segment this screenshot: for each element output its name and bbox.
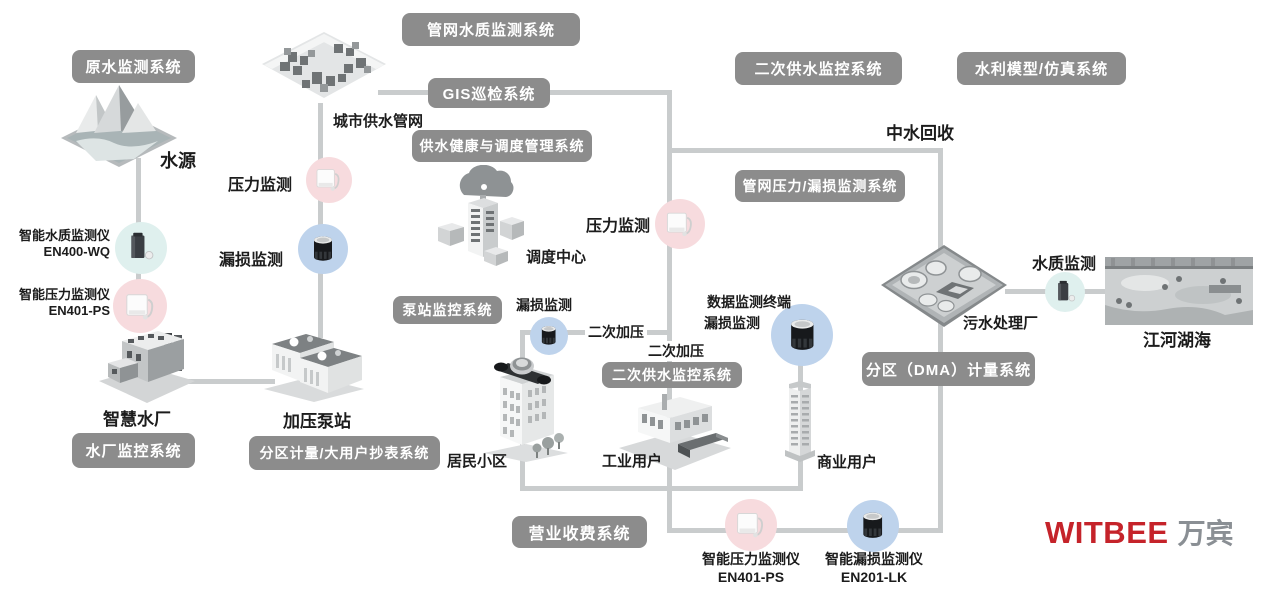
pressure-device-icon	[737, 513, 764, 538]
system-box-billing: 营业收费系统	[512, 516, 647, 548]
label-residential: 居民小区	[447, 453, 508, 470]
system-box-gis-inspection: GIS巡检系统	[428, 78, 550, 108]
line-residential-commercial	[520, 486, 803, 491]
system-box-plant-monitoring: 水厂监控系统	[72, 433, 195, 468]
label-rivers-lakes: 江河湖海	[1143, 331, 1211, 350]
witbee-logo-chinese: 万宾	[1177, 518, 1234, 549]
system-box-pipe-pressure-leak: 管网压力/漏损监测系统	[735, 170, 905, 202]
device-label-wq-left: 智能水质监测仪 EN400-WQ	[6, 228, 110, 261]
device-name: 智能漏损监测仪	[825, 551, 923, 567]
leak-device-icon	[542, 326, 556, 345]
system-box-dma-metering: 分区（DMA）计量系统	[862, 352, 1035, 386]
device-model: EN401-PS	[717, 568, 785, 585]
commercial-tower-illustration	[775, 380, 825, 464]
label-dispatch-center: 调度中心	[526, 249, 587, 266]
label-secondary-boost-2: 二次加压	[645, 341, 707, 361]
pressure-device-icon	[316, 169, 340, 192]
industrial-building-illustration	[618, 382, 733, 470]
leak-device-icon	[314, 236, 332, 261]
pressure-sensor-circle-city	[306, 157, 352, 203]
label-data-terminal: 数据监测终端	[707, 294, 791, 310]
city-pipe-network-illustration	[260, 26, 388, 110]
leak-device-icon	[863, 512, 883, 539]
water-quality-device-icon	[1057, 280, 1075, 301]
water-meter-illustration	[492, 352, 552, 394]
label-pressure-monitor-mid: 压力监测	[586, 218, 651, 235]
witbee-logo: WITBEE 万宾	[1045, 512, 1234, 552]
leak-sensor-circle-residential	[530, 317, 568, 355]
label-leak-monitor-city: 漏损监测	[219, 252, 284, 269]
device-model: EN400-WQ	[43, 244, 110, 260]
leak-device-icon	[790, 319, 814, 350]
booster-pump-station-illustration	[260, 320, 368, 402]
label-commercial: 商业用户	[817, 454, 878, 471]
label-smart-water-plant: 智慧水厂	[103, 410, 171, 429]
label-water-source: 水源	[160, 151, 196, 171]
pressure-sensor-circle-bottom	[725, 499, 777, 551]
device-label-ps-left: 智能压力监测仪 EN401-PS	[6, 287, 110, 320]
device-model: EN401-PS	[48, 303, 110, 319]
label-leak-monitor-terminal: 漏损监测	[704, 315, 760, 331]
label-pressure-monitor-city: 压力监测	[228, 177, 293, 194]
leak-sensor-circle-terminal	[771, 304, 833, 366]
label-industrial: 工业用户	[602, 453, 663, 470]
pressure-device-icon	[666, 212, 692, 237]
device-name: 智能水质监测仪	[18, 228, 110, 243]
pressure-sensor-circle-source	[113, 279, 167, 333]
line-reclaimed-water	[667, 148, 943, 153]
device-model: EN201-LK	[840, 568, 908, 585]
witbee-logo-text: WITBEE	[1045, 515, 1169, 550]
water-quality-device-icon	[131, 233, 154, 260]
device-label-ps-bottom: 智能压力监测仪 EN401-PS	[696, 551, 806, 586]
rivers-lakes-illustration	[1105, 257, 1253, 325]
label-sewage-plant: 污水处理厂	[963, 315, 1039, 332]
line-right-vertical	[938, 148, 943, 533]
system-box-secondary-supply-mid: 二次供水监控系统	[602, 362, 742, 388]
leak-sensor-circle-city	[298, 224, 348, 274]
system-box-secondary-supply-top: 二次供水监控系统	[735, 52, 902, 85]
pressure-device-icon	[125, 293, 153, 320]
label-water-quality-monitor: 水质监测	[1032, 256, 1097, 273]
device-name: 智能压力监测仪	[18, 287, 110, 302]
water-quality-sensor-circle-river	[1045, 272, 1085, 312]
smart-water-plant-illustration	[96, 315, 198, 405]
water-quality-sensor-circle-source	[115, 222, 167, 274]
system-box-pump-station-monitoring: 泵站监控系统	[393, 296, 502, 324]
line-plant-pump	[172, 379, 275, 384]
line-city-pump	[318, 103, 323, 338]
sewage-plant-illustration	[878, 242, 1010, 330]
label-leak-monitor-left: 漏损监测	[516, 297, 572, 313]
device-name: 智能压力监测仪	[702, 551, 800, 567]
line-main-vertical	[667, 90, 672, 533]
label-booster-pump-station: 加压泵站	[283, 412, 351, 431]
leak-sensor-circle-bottom	[847, 500, 899, 552]
system-box-district-meter-reading: 分区计量/大用户抄表系统	[249, 436, 440, 470]
label-reclaimed-water: 中水回收	[886, 124, 954, 143]
label-city-pipe-network: 城市供水管网	[333, 113, 424, 130]
pressure-sensor-circle-mid	[655, 199, 705, 249]
water-source-illustration	[58, 83, 180, 169]
dispatch-center-illustration	[432, 164, 532, 267]
system-box-health-dispatch: 供水健康与调度管理系统	[412, 130, 592, 162]
system-box-pipe-water-quality: 管网水质监测系统	[402, 13, 580, 46]
label-secondary-boost-1: 二次加压	[585, 322, 647, 342]
line-bottom-sensors	[667, 528, 943, 533]
residential-building-illustration	[484, 360, 569, 462]
system-box-raw-water-monitoring: 原水监测系统	[72, 50, 195, 83]
system-box-hydraulic-model: 水利模型/仿真系统	[957, 52, 1126, 85]
device-label-lk-bottom: 智能漏损监测仪 EN201-LK	[818, 551, 930, 586]
